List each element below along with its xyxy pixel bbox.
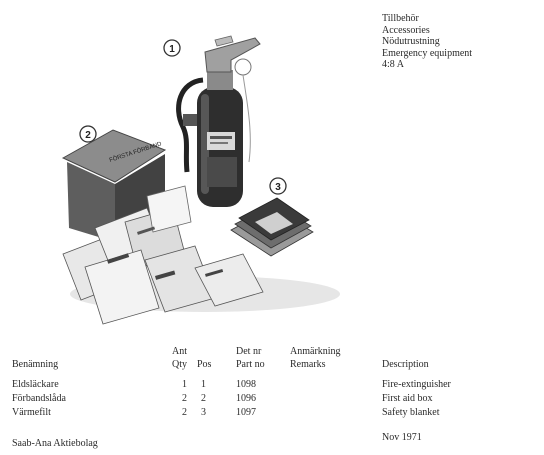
header-line-accessories: Accessories (382, 24, 430, 36)
col-header-name: Benämning (12, 359, 59, 370)
row-description: Fire-extinguisher (382, 379, 451, 390)
col-header-remarks-en: Remarks (290, 359, 326, 370)
first-aid-box-image: FÖRSTA FÖRBAND (61, 129, 167, 242)
svg-text:2: 2 (85, 130, 91, 141)
row-qty: 2 (182, 407, 187, 418)
callout-3: 3 (269, 177, 287, 195)
row-pos: 3 (201, 407, 206, 418)
svg-text:3: 3 (275, 182, 281, 193)
col-header-description: Description (382, 359, 429, 370)
row-name: Förbandslåda (12, 393, 66, 404)
col-header-remarks: Anmärkning Remarks (290, 345, 341, 371)
col-header-qty-sv: Ant (172, 346, 187, 357)
row-part: 1097 (236, 407, 256, 418)
col-header-qty-en: Qty (172, 359, 187, 370)
header-line-nodutrustning: Nödutrustning (382, 36, 440, 47)
page-header: Tillbehör Accessories Nödutrustning Emer… (382, 13, 472, 71)
row-qty: 1 (182, 379, 187, 390)
header-line-page-number: 4:8 A (382, 59, 404, 70)
callout-1: 1 (163, 39, 181, 57)
footer-company: Saab-Ana Aktiebolag (12, 438, 98, 449)
row-name: Värmefilt (12, 407, 51, 418)
row-description: First aid box (382, 393, 433, 404)
safety-blanket-image (230, 197, 314, 257)
row-description: Safety blanket (382, 407, 440, 418)
row-pos: 1 (201, 379, 206, 390)
col-header-part-sv: Det nr (236, 346, 262, 357)
fire-extinguisher-image (176, 35, 261, 207)
first-aid-packets-image (62, 185, 264, 325)
col-header-part: Det nr Part no (236, 345, 265, 371)
row-part: 1096 (236, 393, 256, 404)
accessories-photo: 1 2 3 FÖRSTA FÖ (61, 35, 340, 325)
header-line-emergency-equipment: Emergency equipment (382, 47, 473, 59)
row-name: Eldsläckare (12, 379, 59, 390)
row-part: 1098 (236, 379, 256, 390)
footer-date: Nov 1971 (382, 432, 422, 443)
header-line-tillbehor: Tillbehör (382, 13, 419, 24)
col-header-qty: Ant Qty (172, 345, 187, 371)
col-header-part-en: Part no (236, 359, 265, 370)
col-header-remarks-sv: Anmärkning (290, 346, 341, 357)
row-pos: 2 (201, 393, 206, 404)
svg-text:1: 1 (169, 44, 175, 55)
row-qty: 2 (182, 393, 187, 404)
col-header-pos: Pos (197, 359, 212, 370)
callout-2: 2 (79, 125, 97, 143)
